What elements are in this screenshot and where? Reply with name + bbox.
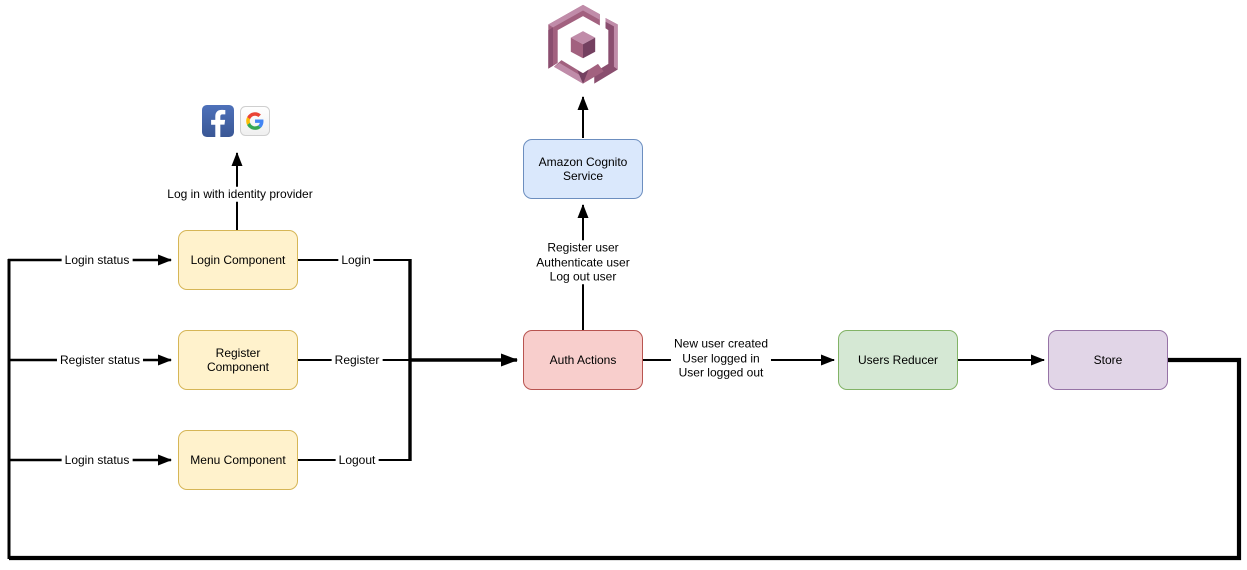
node-label: Amazon Cognito Service: [538, 155, 628, 183]
node-label: Menu Component: [190, 453, 286, 467]
store-node[interactable]: Store: [1048, 330, 1168, 390]
edge-label-auth-events: New user created User logged in User log…: [670, 336, 772, 380]
edge-label-cognito-operations: Register user Authenticate user Log out …: [533, 240, 633, 284]
edge-label-login-status-top: Login status: [61, 252, 133, 268]
connector-store-feedback-loop: [9, 357, 1242, 561]
edge-label-line: User logged out: [678, 365, 764, 380]
facebook-icon[interactable]: [202, 105, 234, 137]
amazon-cognito-service-node[interactable]: Amazon Cognito Service: [523, 139, 643, 199]
menu-component-node[interactable]: Menu Component: [178, 430, 298, 490]
edge-label-login-status-bottom: Login status: [61, 452, 133, 468]
edge-label-line: User logged in: [682, 350, 760, 365]
node-label: Store: [1093, 353, 1123, 367]
edge-label-register: Register: [331, 352, 383, 368]
edge-label-identity-provider: Log in with identity provider: [164, 186, 316, 202]
node-label: Login Component: [190, 253, 286, 267]
edge-label-register-status: Register status: [56, 352, 144, 368]
aws-cognito-icon[interactable]: [538, 1, 628, 93]
register-component-node[interactable]: Register Component: [178, 330, 298, 390]
google-icon[interactable]: [240, 106, 270, 136]
edge-label-logout: Logout: [335, 452, 379, 468]
login-component-node[interactable]: Login Component: [178, 230, 298, 290]
edge-label-line: New user created: [673, 336, 769, 351]
edge-label-login: Login: [338, 252, 374, 268]
edge-label-line: Authenticate user: [536, 254, 630, 269]
edge-label-line: Register user: [547, 240, 619, 255]
users-reducer-node[interactable]: Users Reducer: [838, 330, 958, 390]
edge-label-line: Log out user: [549, 269, 617, 284]
auth-actions-node[interactable]: Auth Actions: [523, 330, 643, 390]
node-label: Auth Actions: [549, 353, 617, 367]
node-label: Users Reducer: [857, 353, 939, 367]
node-label: Register Component: [206, 346, 270, 374]
